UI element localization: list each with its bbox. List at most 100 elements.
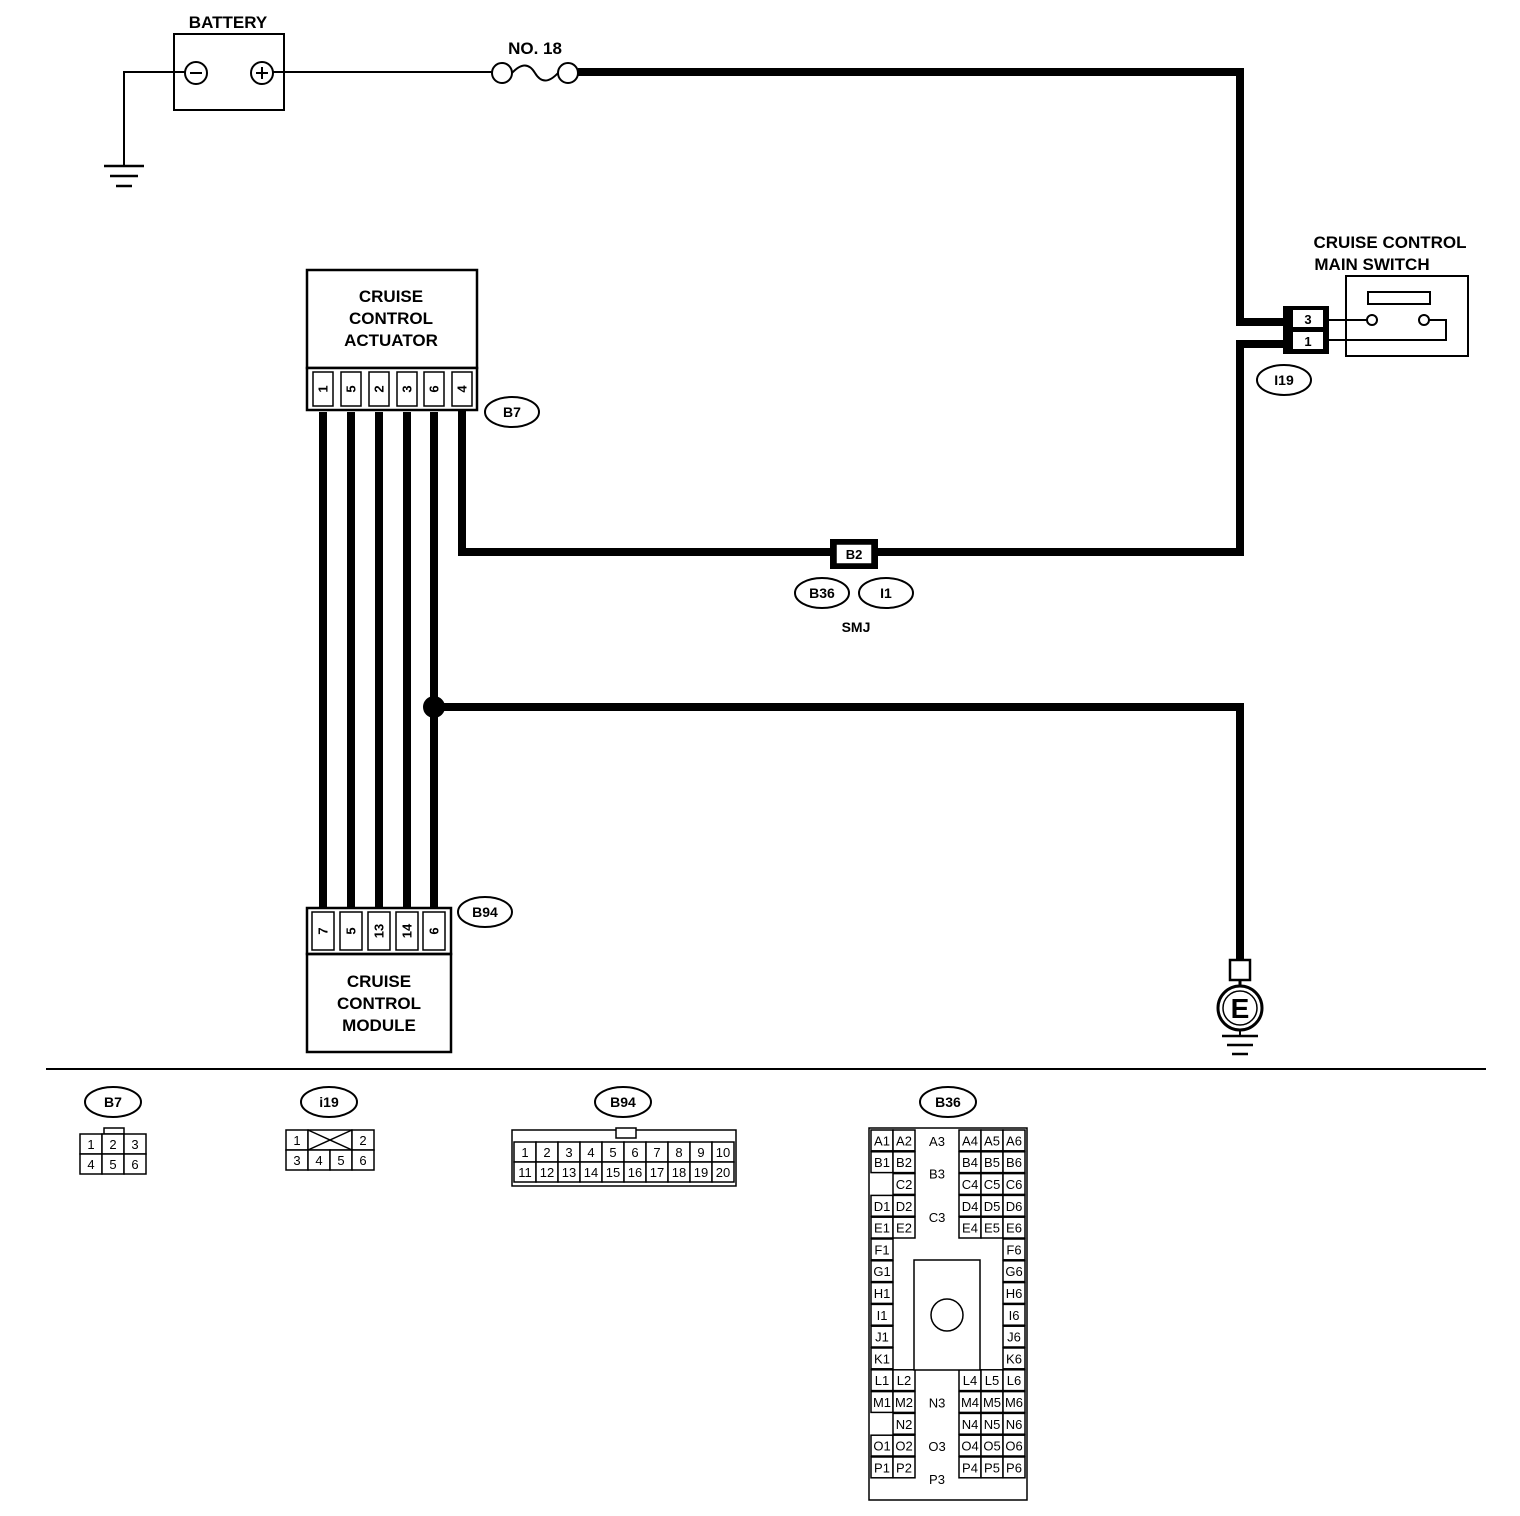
b36-pin: A4	[962, 1133, 978, 1148]
b36-pin: M1	[873, 1395, 891, 1410]
b36-pin: O2	[895, 1439, 912, 1454]
b36-pin: M6	[1005, 1395, 1023, 1410]
b7-pin: 5	[109, 1157, 116, 1172]
main-switch-pin-3: 3	[1304, 312, 1311, 327]
b36-pin: J1	[875, 1330, 889, 1345]
switch-to-actuator-wire	[458, 340, 1288, 556]
b36-pin: C6	[1006, 1177, 1023, 1192]
b36-pin: E5	[984, 1221, 1000, 1236]
main-switch-title-line-2: MAIN SWITCH	[1314, 255, 1429, 274]
main-switch-connector-i19: 3 1	[1283, 306, 1329, 354]
b36-center-pin: C3	[929, 1210, 946, 1225]
module-title-line-1: CRUISE	[347, 972, 411, 991]
i19-pin: 1	[293, 1133, 300, 1148]
b36-pin: D6	[1006, 1199, 1023, 1214]
b36-pin: M4	[961, 1395, 979, 1410]
b94-pin: 2	[543, 1145, 550, 1160]
main-switch-title-line-1: CRUISE CONTROL	[1314, 233, 1467, 252]
actuator-pin: 3	[400, 385, 415, 392]
smj-tag-b36: B36	[794, 577, 850, 609]
connector-view-b7-label: B7	[104, 1094, 122, 1110]
b36-pin: I1	[877, 1308, 888, 1323]
module-pin: 6	[427, 927, 442, 934]
power-wire	[578, 68, 1288, 326]
b7-pin: 6	[131, 1157, 138, 1172]
b36-pin: B1	[874, 1155, 890, 1170]
b36-pin: G1	[873, 1264, 890, 1279]
b36-pin: P4	[962, 1460, 978, 1475]
b36-pin: K1	[874, 1351, 890, 1366]
i19-pin: 5	[337, 1153, 344, 1168]
b36-pin: O4	[961, 1439, 978, 1454]
b94-pin: 15	[606, 1165, 620, 1180]
b94-pin: 6	[631, 1145, 638, 1160]
smj-tag-i1: I1	[858, 577, 914, 609]
b36-pin: D4	[962, 1199, 979, 1214]
b36-pin: D2	[896, 1199, 913, 1214]
smj-terminal: B2	[846, 547, 863, 562]
b36-pin: P2	[896, 1460, 912, 1475]
main-switch-pin-1: 1	[1304, 334, 1311, 349]
b36-pin: L5	[985, 1373, 999, 1388]
b36-pin: H6	[1006, 1286, 1023, 1301]
b36-pin: B4	[962, 1155, 978, 1170]
module-title-line-2: CONTROL	[337, 994, 421, 1013]
b94-pin: 4	[587, 1145, 594, 1160]
b36-pin: D1	[874, 1199, 891, 1214]
b36-pin: L4	[963, 1373, 977, 1388]
b7-pin: 3	[131, 1137, 138, 1152]
b36-pin: O1	[873, 1439, 890, 1454]
b36-pin: M5	[983, 1395, 1001, 1410]
module-pin: 5	[344, 927, 359, 934]
svg-text:I19: I19	[1274, 372, 1294, 388]
b36-pin: N2	[896, 1417, 913, 1432]
module-title-line-3: MODULE	[342, 1016, 416, 1035]
b36-pin: L6	[1007, 1373, 1021, 1388]
b36-pin: N5	[984, 1417, 1001, 1432]
b36-pin: F6	[1006, 1242, 1021, 1257]
b36-center-pin: B3	[929, 1167, 945, 1182]
cruise-control-main-switch: CRUISE CONTROL MAIN SWITCH 3 1 I19	[1256, 233, 1469, 396]
b94-pin: 1	[521, 1145, 528, 1160]
ground-point-e: E	[1216, 958, 1264, 1056]
battery: BATTERY	[173, 13, 285, 111]
svg-text:B7: B7	[503, 404, 521, 420]
smj-junction: B2 B36 I1 SMJ	[794, 539, 914, 635]
chassis-ground-icon	[104, 164, 144, 188]
actuator-pin: 5	[344, 385, 359, 392]
b94-pin: 20	[716, 1165, 730, 1180]
ground-wire	[423, 696, 1244, 960]
actuator-title-line-2: CONTROL	[349, 309, 433, 328]
i19-pin: 4	[315, 1153, 322, 1168]
b36-pin: N4	[962, 1417, 979, 1432]
b94-pin: 12	[540, 1165, 554, 1180]
b36-center-pin: P3	[929, 1472, 945, 1487]
b36-pin: E1	[874, 1221, 890, 1236]
main-switch-connector-tag: I19	[1256, 364, 1312, 396]
b7-pin: 4	[87, 1157, 94, 1172]
b36-pin: B2	[896, 1155, 912, 1170]
svg-text:B36: B36	[809, 585, 835, 601]
b36-pin: C5	[984, 1177, 1001, 1192]
b36-pin: P5	[984, 1460, 1000, 1475]
module-connector-tag: B94	[457, 896, 513, 928]
b36-pin: P6	[1006, 1460, 1022, 1475]
module-pin: 13	[372, 924, 387, 938]
i19-pin: 2	[359, 1133, 366, 1148]
battery-label: BATTERY	[189, 13, 268, 32]
fuse-label: NO. 18	[508, 39, 562, 58]
b36-pin: L2	[897, 1373, 911, 1388]
b36-pin: L1	[875, 1373, 889, 1388]
b36-pin: E2	[896, 1221, 912, 1236]
actuator-pin: 6	[427, 385, 442, 392]
b94-pin: 17	[650, 1165, 664, 1180]
actuator-title-line-1: CRUISE	[359, 287, 423, 306]
actuator-pin: 1	[316, 385, 331, 392]
b7-pin: 1	[87, 1137, 94, 1152]
b94-pin: 19	[694, 1165, 708, 1180]
